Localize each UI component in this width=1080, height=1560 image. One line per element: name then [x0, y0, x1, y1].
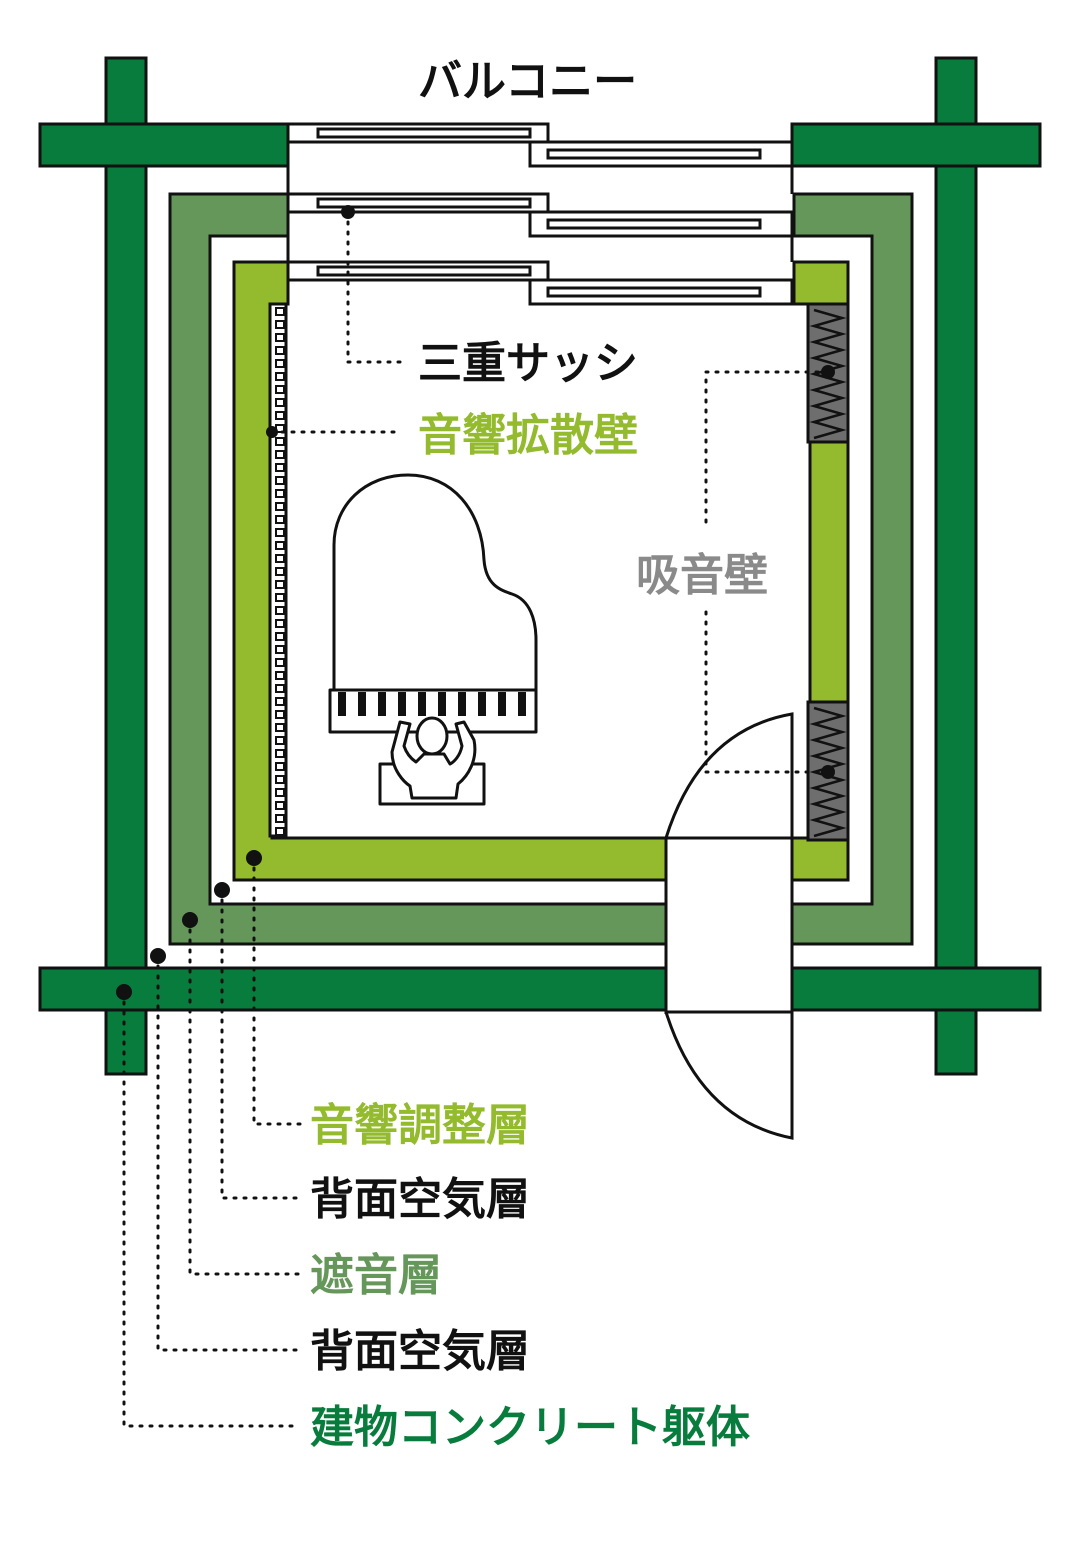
concrete-beam-top-right [790, 122, 1042, 168]
building-concrete-frame [38, 56, 1042, 1076]
door [664, 712, 794, 1140]
leader-lines [116, 205, 835, 1428]
piano-black-key [458, 692, 466, 716]
diffusion-element [275, 307, 285, 316]
diffusion-element [275, 749, 285, 758]
piano-black-key [338, 692, 346, 716]
diffusion-element [275, 541, 285, 550]
sound-insulation-layer-label: 遮音層 [310, 1250, 442, 1301]
diffusion-element [275, 710, 285, 719]
diffusion-element [275, 762, 285, 771]
concrete-beam-top-left [38, 122, 290, 168]
diffusion-element [275, 476, 285, 485]
triple-sash-label: 三重サッシ [418, 338, 638, 389]
diffusion-element [275, 346, 285, 355]
diffusion-element [275, 450, 285, 459]
diffusion-element [275, 333, 285, 342]
diffusion-element [275, 437, 285, 446]
diffusion-element [275, 814, 285, 823]
door-swing-outer [664, 1011, 794, 1140]
diffusion-element [275, 788, 285, 797]
diffusion-element [275, 606, 285, 615]
diffusion-element [275, 632, 285, 641]
concrete-column-right [934, 56, 978, 1076]
diffusion-element [275, 554, 285, 563]
acoustic-adjust-layer-label: 音響調整層 [310, 1100, 530, 1151]
diffusion-wall [268, 302, 288, 838]
concrete-column-left [104, 56, 148, 1076]
diffusion-element [275, 671, 285, 680]
diffusion-element [275, 489, 285, 498]
diffusion-element [275, 372, 285, 381]
diffusion-element [275, 385, 285, 394]
piano-black-key [438, 692, 446, 716]
back-air-layer-outer-label: 背面空気層 [310, 1326, 530, 1377]
diffusion-element [275, 645, 285, 654]
diffusion-element [275, 320, 285, 329]
piano-black-key [498, 692, 506, 716]
absorption-wall-label: 吸音壁 [636, 550, 768, 601]
diffusion-element [275, 580, 285, 589]
building-concrete-label: 建物コンクリート躯体 [310, 1402, 750, 1453]
piano-black-key [478, 692, 486, 716]
diffusion-element [275, 723, 285, 732]
diffusion-element [275, 515, 285, 524]
diffusion-element [275, 398, 285, 407]
diffusion-element [275, 827, 285, 836]
diffusion-element [275, 697, 285, 706]
piano-black-key [518, 692, 526, 716]
diffusion-element [275, 736, 285, 745]
diffusion-element [275, 619, 285, 628]
concrete-beam-bottom [38, 966, 1042, 1012]
diffusion-element [275, 359, 285, 368]
diffusion-element [275, 502, 285, 511]
piano-black-key [378, 692, 386, 716]
diffusion-element [275, 528, 285, 537]
grand-piano-icon [328, 473, 538, 734]
triple-sash [286, 122, 794, 306]
door-swing-inner [664, 712, 794, 839]
diffusion-element [275, 567, 285, 576]
piano-black-key [398, 692, 406, 716]
balcony-label: バルコニー [418, 56, 637, 107]
diffusion-element [275, 775, 285, 784]
diffusion-element [275, 411, 285, 420]
piano-black-key [418, 692, 426, 716]
piano-black-key [358, 692, 366, 716]
diffusion-wall-label: 音響拡散壁 [418, 410, 638, 461]
diffusion-element [275, 801, 285, 810]
diffusion-element [275, 684, 285, 693]
pianist-icon [378, 716, 486, 806]
diffusion-element [275, 658, 285, 667]
diffusion-element [275, 463, 285, 472]
diffusion-element [275, 593, 285, 602]
back-air-layer-inner-label: 背面空気層 [310, 1174, 530, 1225]
